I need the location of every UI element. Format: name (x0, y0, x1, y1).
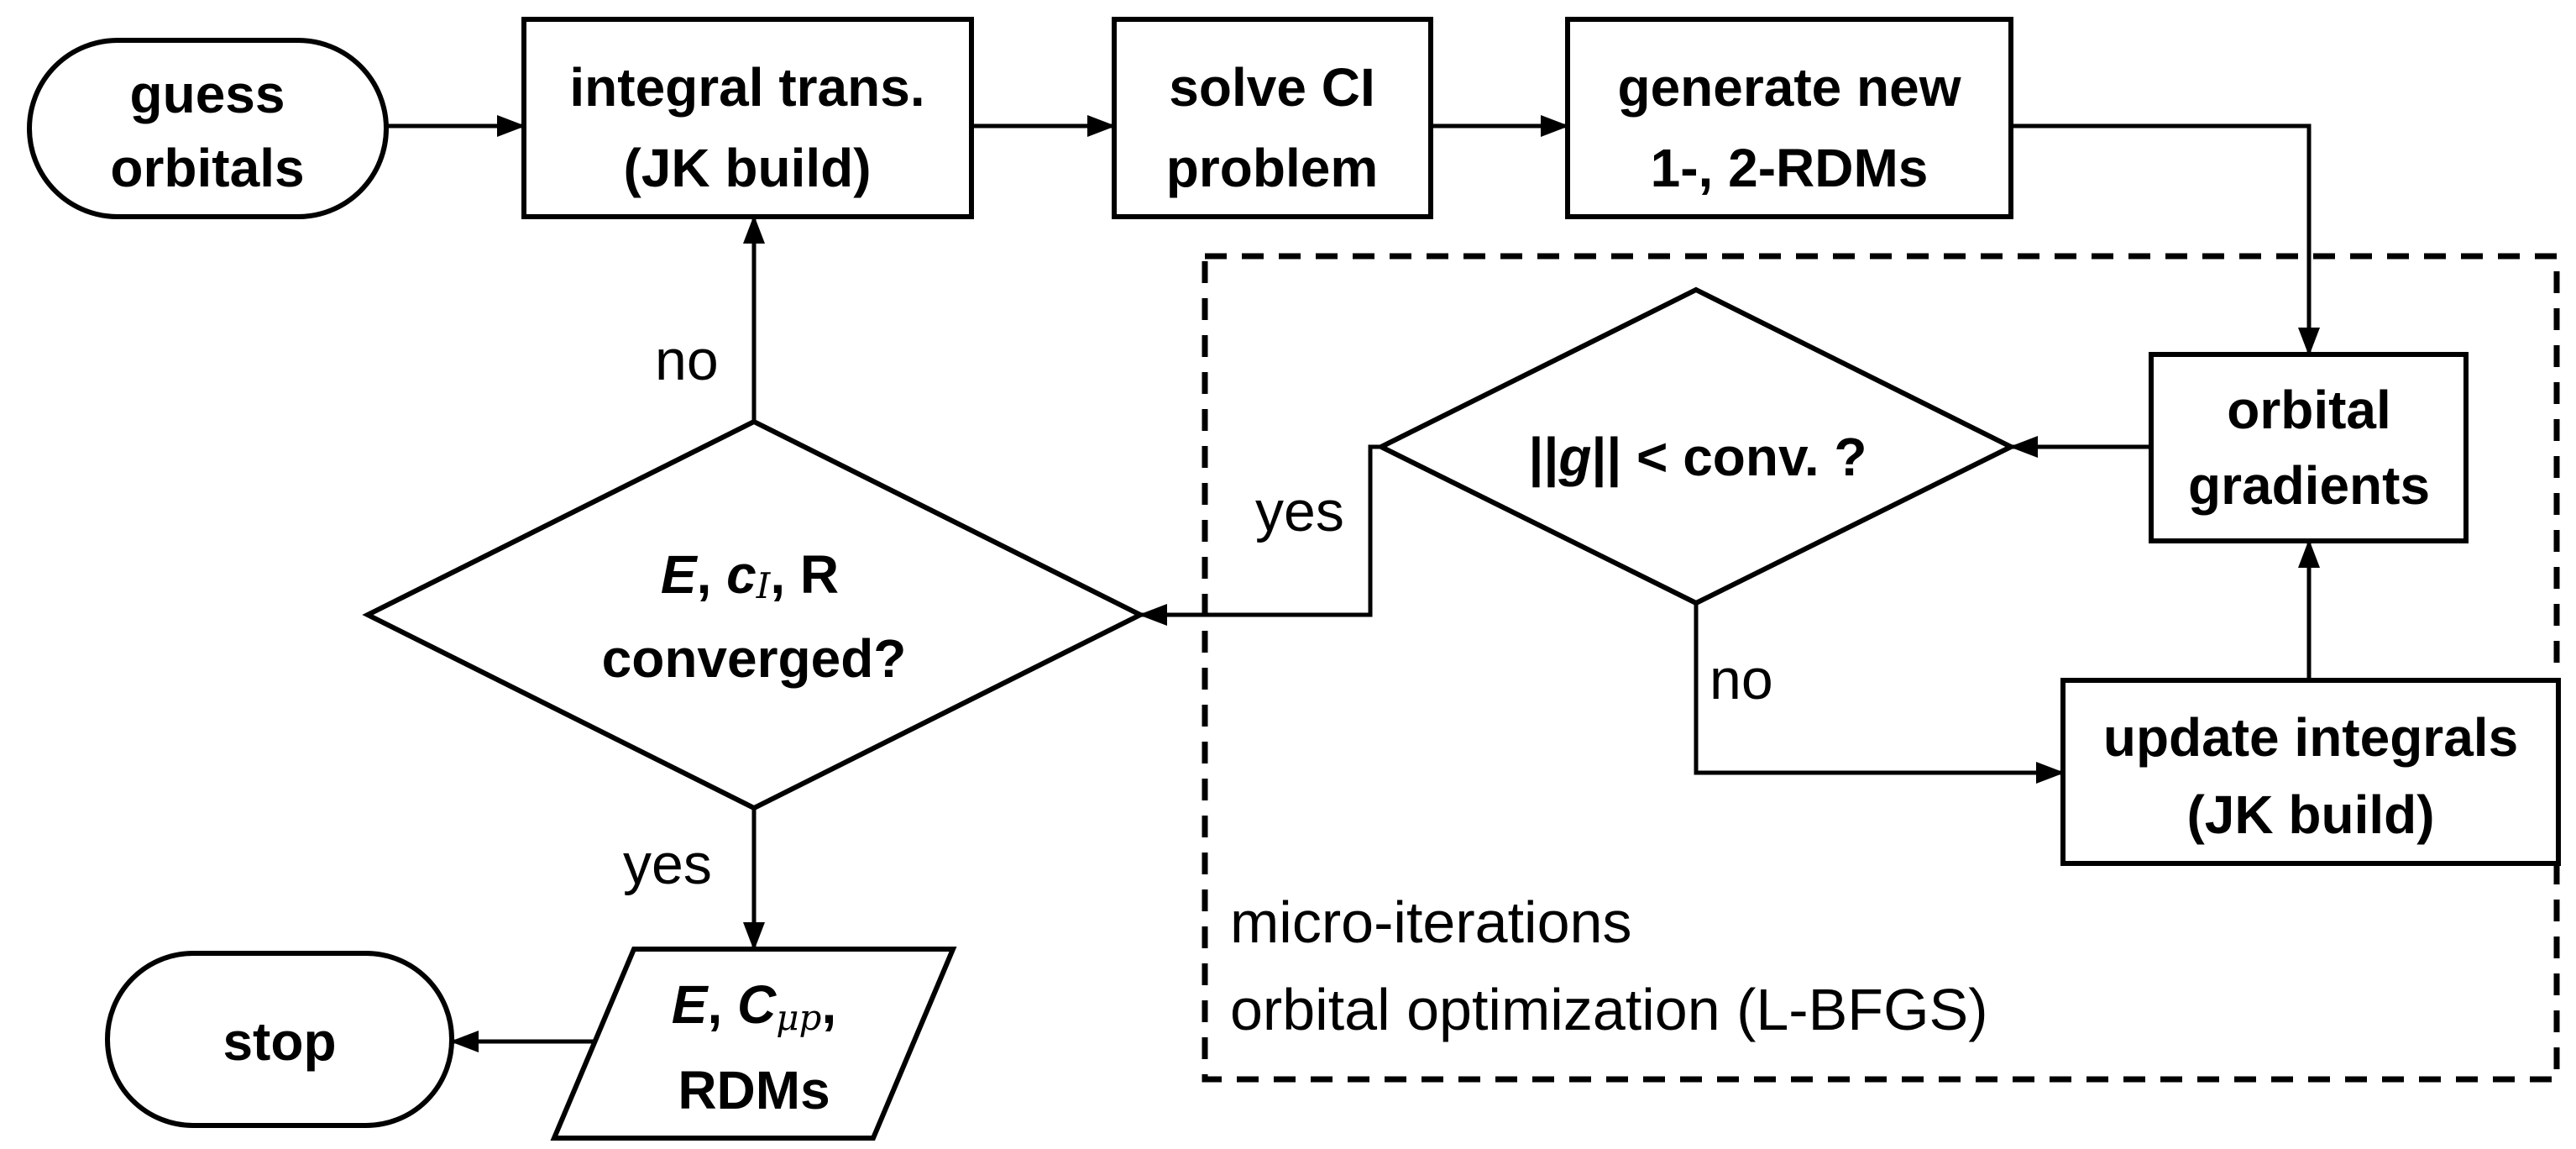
edge-label-yes-bottom: yes (623, 832, 712, 896)
guess-orbitals-line-2: orbitals (110, 138, 304, 198)
update-integrals-node: update integrals (JK build) (2060, 678, 2561, 866)
output-values-label: E, Cμp, (672, 974, 836, 1038)
orbital-gradients-node: orbital gradients (2149, 352, 2469, 543)
region-label-line-2: orbital optimization (L-BFGS) (1230, 977, 1988, 1042)
solve-ci-line-2: problem (1166, 138, 1378, 198)
orbital-gradients-line-2: gradients (2188, 455, 2430, 516)
convergence-decision: E, cI, R converged? (362, 418, 1146, 811)
integral-transform-line-1: integral trans. (569, 57, 924, 118)
region-label-line-1: micro-iterations (1230, 889, 1631, 955)
update-integrals-line-2: (JK build) (2186, 784, 2434, 845)
solve-ci-line-1: solve CI (1169, 57, 1374, 118)
gradient-norm-decision: ||g|| < conv. ? (1375, 286, 2017, 606)
generate-rdms-line-2: 1-, 2-RDMs (1651, 138, 1929, 198)
generate-rdms-node: generate new 1-, 2-RDMs (1565, 17, 2013, 219)
arrow-norm-check-no-to-update (1694, 603, 2065, 784)
output-rdms-label: RDMs (678, 1060, 830, 1120)
integral-transform-node: integral trans. (JK build) (521, 17, 974, 219)
edge-label-yes-inner: yes (1255, 480, 1344, 543)
arrow-generate-to-gradients (2011, 123, 2320, 356)
stop-node: stop (105, 951, 454, 1128)
stop-label: stop (223, 1011, 336, 1072)
convergence-question: converged? (602, 628, 907, 689)
output-node: E, Cμp, RDMs (550, 947, 957, 1141)
guess-orbitals-node: guess orbitals (27, 38, 389, 219)
gradient-norm-label: ||g|| < conv. ? (1529, 427, 1867, 488)
update-integrals-line-1: update integrals (2103, 707, 2518, 768)
solve-ci-node: solve CI problem (1112, 17, 1433, 219)
guess-orbitals-line-1: guess (130, 64, 285, 124)
integral-transform-line-2: (JK build) (623, 138, 871, 198)
arrow-norm-check-yes-to-convergence (1139, 444, 1381, 626)
edge-label-no-top: no (655, 328, 719, 392)
orbital-gradients-line-1: orbital (2227, 380, 2391, 440)
micro-iterations-region (1202, 253, 2560, 1083)
generate-rdms-line-1: generate new (1617, 57, 1961, 118)
edge-label-no-inner: no (1709, 648, 1773, 711)
convergence-criteria-label: E, cI, R (661, 544, 839, 606)
